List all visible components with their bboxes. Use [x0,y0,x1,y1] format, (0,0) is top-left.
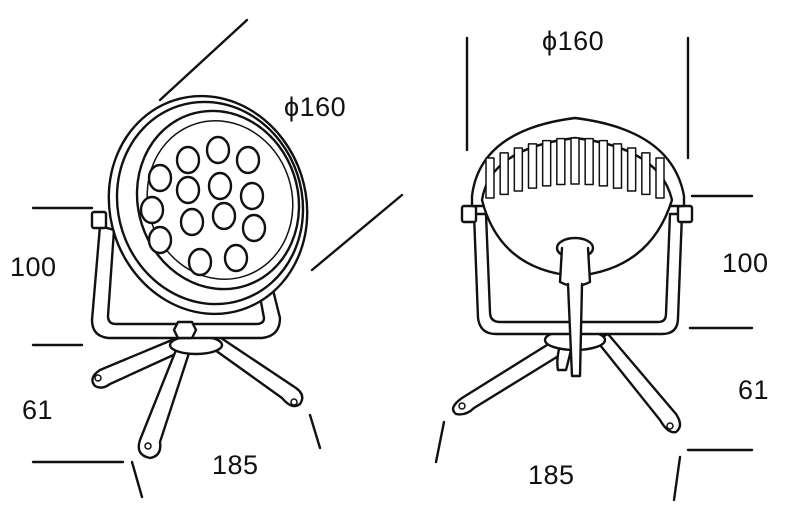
left-span-label: 185 [212,450,259,480]
cooling-fin [641,152,651,196]
led-lens-icon [205,135,231,165]
right-diameter-label: ϕ160 [542,26,605,56]
led-lens-icon [179,207,205,237]
cooling-fin [612,143,623,189]
led-lens-icon [239,181,265,211]
led-lens-icon [175,175,201,205]
led-lens-icon [147,225,173,255]
cooling-fin [570,137,580,185]
right-housing [470,116,686,378]
led-lens-icon [187,247,213,277]
led-lens-icon [241,213,267,243]
led-lens-icon [211,201,237,231]
led-lens-icon [207,171,233,201]
right-tripod [451,328,682,434]
led-lens-icon [175,145,201,175]
led-lens-icon [223,243,249,273]
cooling-fin [626,147,637,192]
left-height-label: 100 [10,252,57,282]
cooling-fin [556,137,566,186]
cooling-fin [655,157,665,199]
cooling-fin [499,152,509,196]
left-diameter-label: ϕ160 [284,92,347,122]
led-lens-icon [147,163,173,193]
cooling-fin [485,157,495,199]
left-tripod [91,334,304,460]
left-led-array [139,135,267,277]
cooling-fin [584,137,594,186]
cooling-fin [527,143,538,189]
left-leg-label: 61 [22,395,54,425]
cooling-fin [598,139,609,187]
led-lens-icon [235,145,261,175]
right-span-label: 185 [528,460,575,490]
led-lens-icon [139,195,165,225]
cooling-fin [541,139,552,187]
right-bracket [460,204,694,336]
cooling-fin [513,147,524,192]
right-leg-label: 61 [738,375,770,405]
right-height-label: 100 [722,248,769,278]
